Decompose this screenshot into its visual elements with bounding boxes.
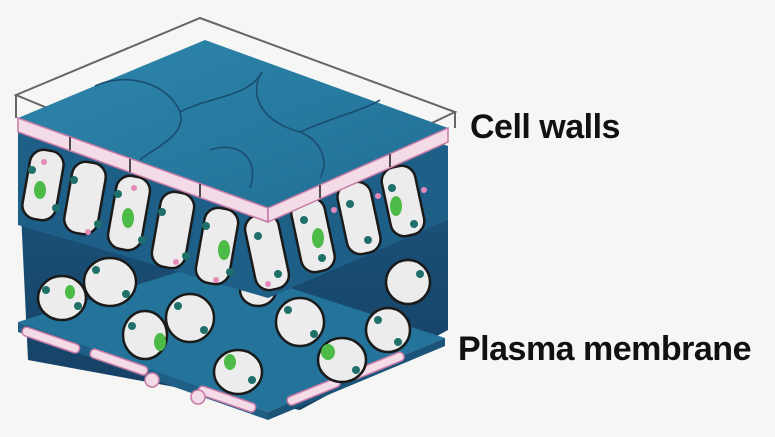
label-plasma-membrane: Plasma membrane: [458, 330, 751, 369]
label-cell-walls: Cell walls: [470, 108, 620, 147]
